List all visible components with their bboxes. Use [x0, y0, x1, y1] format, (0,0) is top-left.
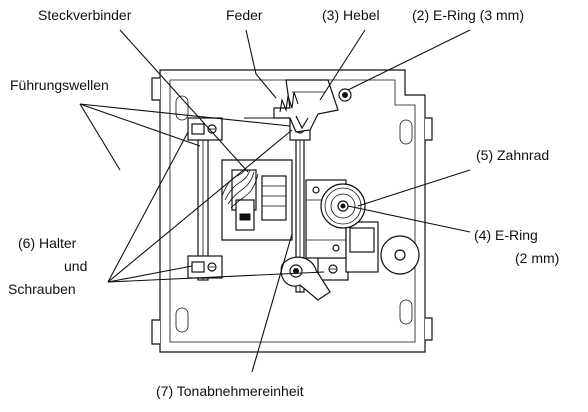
label-steckverbinder: Steckverbinder — [38, 7, 132, 23]
label-tonabnehmereinheit: (7) Tonabnehmereinheit — [156, 383, 304, 399]
label-und: und — [64, 258, 87, 274]
label-schrauben: Schrauben — [8, 281, 76, 297]
label-hebel: (3) Hebel — [322, 7, 380, 23]
label-e-ring-3mm: (2) E-Ring (3 mm) — [412, 7, 524, 23]
label-fuehrungswellen: Führungswellen — [10, 77, 109, 93]
lever — [273, 79, 339, 133]
holder-bottom-left — [187, 255, 223, 279]
holder-bottom-right — [317, 257, 349, 281]
leader-lines — [79, 29, 471, 373]
gear — [320, 183, 366, 229]
label-e-ring-2mm-size: (2 mm) — [515, 250, 559, 266]
pickup-unit — [221, 159, 293, 241]
e-ring-3mm — [338, 88, 352, 102]
label-e-ring-2mm: (4) E-Ring — [474, 227, 538, 243]
label-halter: (6) Halter — [18, 235, 77, 251]
spring — [244, 91, 299, 119]
label-zahnrad: (5) Zahnrad — [476, 147, 549, 163]
spindle-disc — [380, 235, 420, 275]
e-ring-2mm — [337, 200, 349, 212]
cam-lever — [280, 256, 331, 301]
label-feder: Feder — [226, 7, 263, 23]
